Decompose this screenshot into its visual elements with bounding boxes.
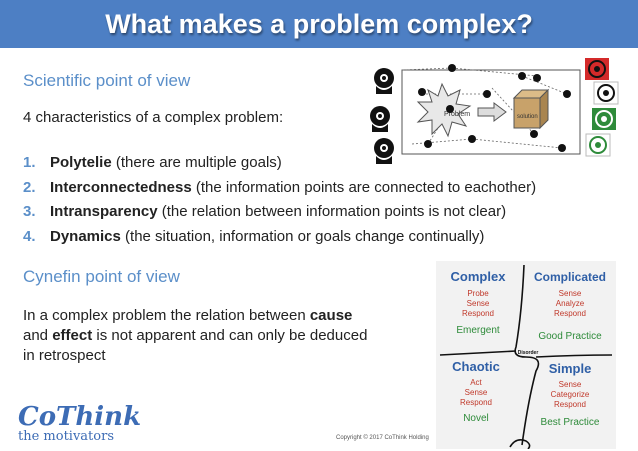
item-term: Dynamics — [50, 227, 121, 245]
arrow-right-icon — [477, 102, 507, 122]
info-point-icon — [530, 130, 538, 138]
item-number: 2. — [23, 178, 36, 196]
chaotic-step: Act — [470, 378, 482, 387]
complicated-step: Sense — [559, 289, 582, 298]
simple-practice: Best Practice — [541, 417, 600, 428]
disorder-label: Disorder — [518, 350, 539, 356]
scientific-heading: Scientific point of view — [23, 71, 191, 90]
solution-cube-icon — [512, 88, 550, 130]
complex-step: Respond — [462, 309, 494, 318]
item-number: 3. — [23, 203, 36, 220]
complicated-practice: Good Practice — [538, 331, 602, 342]
solution-label: solution — [517, 114, 538, 120]
scientific-intro: 4 characteristics of a complex problem: — [23, 109, 284, 126]
target-icon — [585, 58, 609, 80]
problem-burst-icon — [416, 82, 472, 138]
item-desc: (the relation between information points… — [157, 203, 507, 220]
head-icon — [374, 68, 394, 94]
item-term: Intransparency — [50, 203, 158, 220]
complex-practice: Emergent — [456, 325, 500, 336]
cynefin-heading: Cynefin point of view — [23, 267, 180, 286]
slide-title: What makes a problem complex? — [105, 9, 533, 39]
cynefin-boundaries — [439, 264, 613, 449]
cynefin-text: In a complex problem the relation betwee… — [23, 306, 423, 366]
network-frame — [401, 69, 581, 155]
complicated-title: Complicated — [534, 270, 606, 284]
effect-term: effect — [52, 327, 93, 344]
title-bar — [0, 0, 638, 48]
item-term: Interconnectedness — [50, 178, 192, 196]
logo-tagline: the motivators — [18, 429, 114, 444]
problem-diagram: Problem solution — [370, 58, 619, 164]
cothink-logo: CoThink the motivators — [18, 404, 141, 444]
item-desc: (there are multiple goals) — [111, 154, 282, 171]
item-desc: (the information points are connected to… — [191, 178, 537, 196]
chaotic-step: Respond — [460, 398, 492, 407]
complex-title: Complex — [451, 269, 507, 284]
complicated-step: Analyze — [556, 299, 585, 308]
chaotic-practice: Novel — [463, 413, 489, 424]
list-item: 2. Interconnectedness (the information po… — [23, 179, 623, 204]
cynefin-text-part: in retrospect — [23, 347, 106, 364]
list-item: 3. Intransparency (the relation between i… — [23, 203, 623, 228]
head-icon — [374, 138, 394, 164]
simple-step: Categorize — [551, 390, 590, 399]
item-number: 1. — [23, 154, 36, 171]
info-points — [418, 64, 571, 152]
chaotic-title: Chaotic — [452, 359, 500, 374]
item-term: Polytelie — [50, 154, 112, 171]
info-point-icon — [424, 140, 432, 148]
cynefin-text-part: is not apparent and can only be deduced — [92, 327, 368, 344]
simple-step: Respond — [554, 400, 586, 409]
simple-step: Sense — [559, 380, 582, 389]
info-point-icon — [483, 90, 491, 98]
cynefin-text-part: In a complex problem the relation betwee… — [23, 307, 310, 324]
list-item: 1. Polytelie (there are multiple goals) — [23, 154, 623, 179]
item-number: 4. — [23, 227, 36, 245]
characteristics-list: 1. Polytelie (there are multiple goals) 2… — [23, 154, 623, 252]
info-point-icon — [446, 105, 454, 113]
cynefin-text-part: and — [23, 327, 53, 344]
copyright-notice: Copyright © 2017 CoThink Holding — [336, 435, 429, 441]
info-point-icon — [448, 64, 456, 72]
info-point-icon — [533, 74, 541, 82]
complex-step: Probe — [467, 289, 489, 298]
info-point-icon — [418, 88, 426, 96]
target-icon — [585, 133, 611, 157]
cause-term: cause — [309, 307, 353, 324]
info-point-icon — [558, 144, 566, 152]
target-icon — [592, 108, 616, 130]
complicated-step: Respond — [554, 309, 586, 318]
logo-name: CoThink — [18, 402, 142, 432]
complex-step: Sense — [467, 299, 490, 308]
info-point-icon — [518, 72, 526, 80]
info-point-icon — [468, 135, 476, 143]
info-point-icon — [563, 90, 571, 98]
list-item: 4. Dynamics (the situation, information o… — [23, 228, 623, 253]
chaotic-step: Sense — [465, 388, 488, 397]
head-icon — [370, 106, 390, 132]
item-desc: (the situation, information or goals cha… — [120, 227, 485, 245]
simple-title: Simple — [549, 361, 592, 376]
problem-label: Problem — [444, 111, 470, 118]
cynefin-diagram: Complex Probe Sense Respond Emergent Com… — [436, 261, 616, 449]
target-icon — [593, 81, 619, 105]
